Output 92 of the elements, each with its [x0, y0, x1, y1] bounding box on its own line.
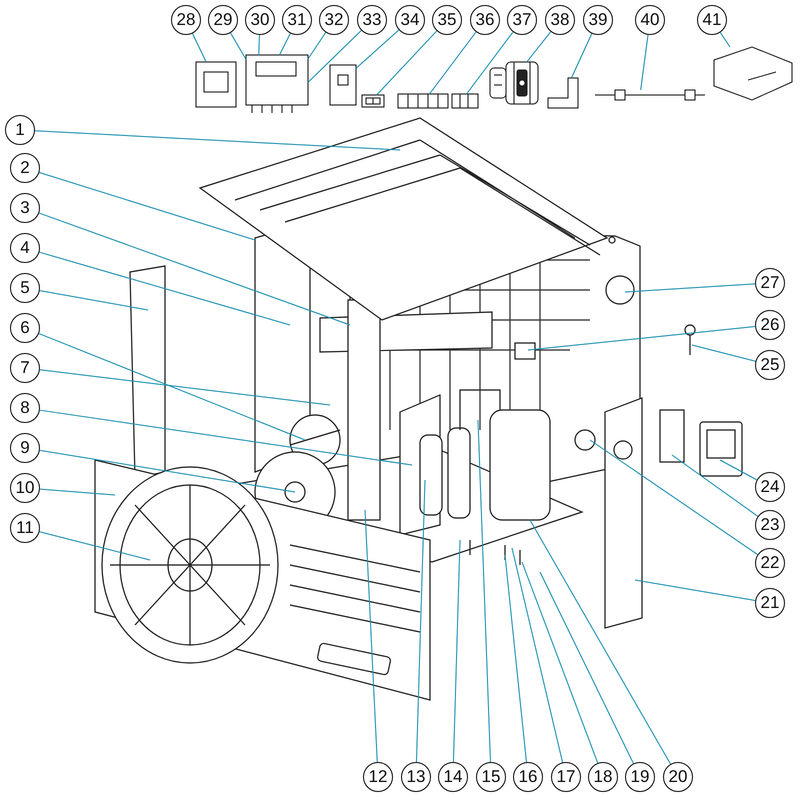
- leader-line: [39, 410, 412, 466]
- leader-line: [526, 31, 552, 62]
- callout-number: 35: [432, 5, 462, 35]
- leader-line: [308, 32, 326, 60]
- callout-number: 40: [635, 5, 665, 35]
- leader-line: [279, 32, 291, 56]
- leader-line: [429, 32, 476, 94]
- leader-line: [364, 510, 378, 763]
- leader-line: [720, 460, 758, 480]
- callout-number: 41: [697, 5, 727, 35]
- callout-number: 3: [10, 193, 40, 223]
- callout-number: 31: [282, 5, 312, 35]
- callout-number: 20: [663, 762, 693, 792]
- callout-number: 27: [755, 268, 785, 298]
- fuse-holder-drawing: [362, 94, 384, 108]
- callout-number: 9: [10, 433, 40, 463]
- callout-number: 29: [208, 5, 238, 35]
- callout-number: 25: [755, 350, 785, 380]
- leader-line: [504, 554, 527, 763]
- callout-number: 30: [245, 5, 275, 35]
- leader-line: [640, 34, 649, 90]
- callout-number: 13: [401, 762, 431, 792]
- display-board-drawing: [330, 64, 356, 106]
- leader-line: [466, 32, 514, 94]
- leader-line: [634, 580, 756, 601]
- elbow-fitting-drawing: [548, 78, 578, 108]
- callout-number: 1: [5, 115, 35, 145]
- leader-line: [478, 420, 491, 762]
- leader-line: [39, 488, 116, 496]
- callout-number: 12: [363, 762, 393, 792]
- leader-line: [692, 344, 756, 362]
- callout-number: 11: [10, 513, 40, 543]
- cover-drawing: [714, 46, 792, 101]
- callout-number: 5: [10, 273, 40, 303]
- callout-number: 37: [507, 5, 537, 35]
- callout-number: 15: [476, 762, 506, 792]
- leader-line: [522, 562, 598, 764]
- callout-number: 14: [438, 762, 468, 792]
- leader-line: [720, 32, 730, 48]
- leader-line: [590, 440, 758, 556]
- leader-line: [540, 572, 634, 764]
- callout-number: 19: [625, 762, 655, 792]
- leader-line: [512, 548, 564, 763]
- leader-line: [39, 290, 148, 310]
- terminal-block-drawing: [398, 94, 448, 108]
- callout-number: 4: [10, 233, 40, 263]
- callout-number: 2: [10, 153, 40, 183]
- leader-line: [39, 450, 296, 492]
- leader-line: [38, 252, 290, 326]
- callout-number: 24: [755, 472, 785, 502]
- leader-line: [308, 30, 362, 83]
- callout-number: 16: [513, 762, 543, 792]
- leader-line: [672, 454, 758, 517]
- leader-line: [356, 30, 400, 69]
- leader-line: [258, 34, 260, 56]
- cable-drawing: [594, 90, 706, 100]
- terminal-block-drawing: [452, 94, 478, 108]
- leader-line: [34, 130, 400, 150]
- leader-line: [192, 33, 207, 62]
- leader-line: [38, 172, 256, 240]
- callout-number: 10: [10, 473, 40, 503]
- callout-number: 7: [10, 353, 40, 383]
- callout-number: 36: [470, 5, 500, 35]
- circuit-board-drawing: [246, 54, 308, 114]
- leader-line: [39, 369, 330, 406]
- leader-line: [38, 333, 306, 440]
- callout-number: 22: [755, 548, 785, 578]
- callout-number: 33: [357, 5, 387, 35]
- callout-number: 18: [588, 762, 618, 792]
- callout-number: 34: [395, 5, 425, 35]
- callout-number: 32: [319, 5, 349, 35]
- leader-line: [528, 326, 756, 350]
- leader-line: [39, 531, 150, 560]
- leader-line: [452, 540, 460, 762]
- leader-line: [530, 520, 672, 764]
- contactor-drawing: [196, 62, 236, 108]
- callout-number: 17: [551, 762, 581, 792]
- pipe-union-drawing: [490, 62, 538, 104]
- leader-line: [570, 33, 592, 78]
- callout-number: 21: [755, 588, 785, 618]
- leader-line: [38, 212, 350, 326]
- leader-line: [624, 283, 756, 292]
- callout-number: 39: [583, 5, 613, 35]
- leader-line: [230, 32, 246, 60]
- callout-number: 38: [545, 5, 575, 35]
- callout-number: 6: [10, 313, 40, 343]
- callout-number: 23: [755, 510, 785, 540]
- leader-line: [376, 30, 438, 96]
- callout-number: 26: [755, 310, 785, 340]
- callout-number: 28: [171, 5, 201, 35]
- callout-number: 8: [10, 393, 40, 423]
- leader-line: [416, 480, 426, 762]
